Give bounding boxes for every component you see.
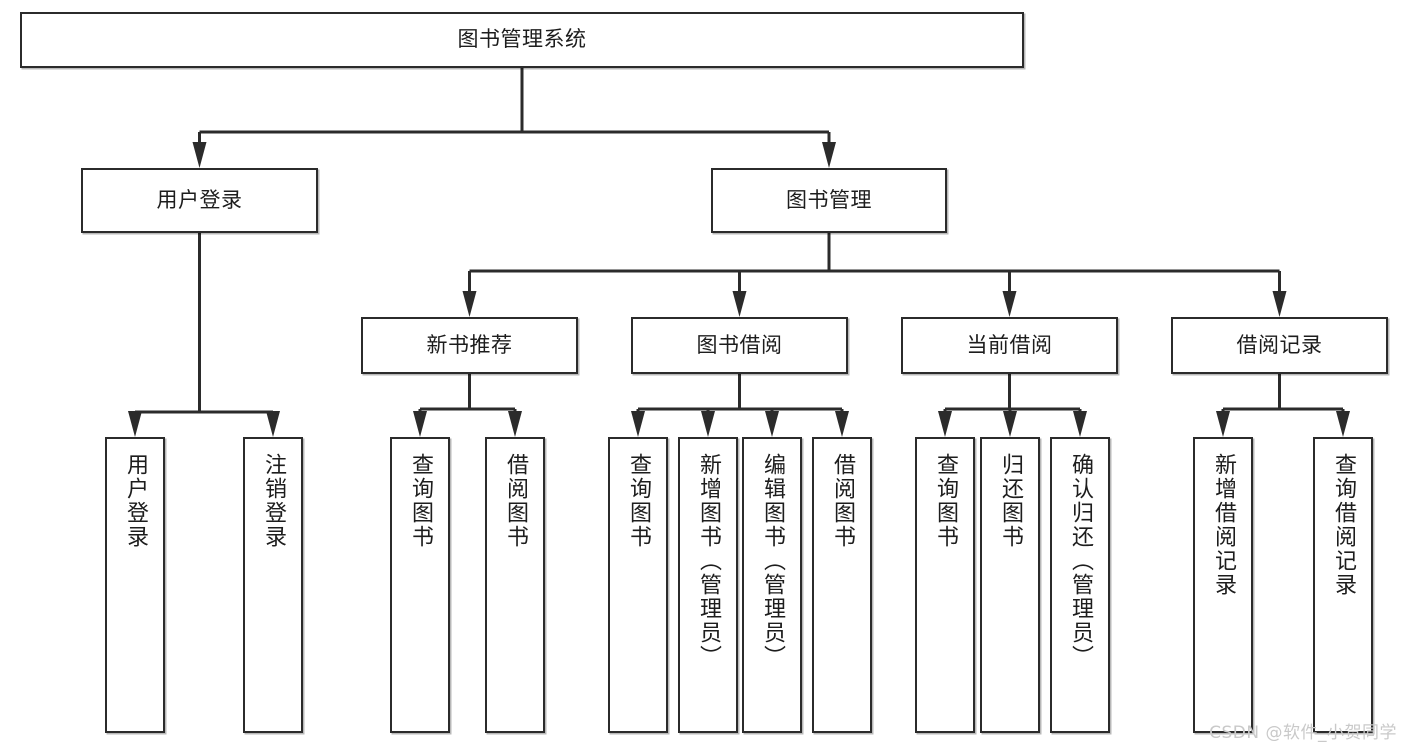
- node-l2_3: 借阅记录: [1171, 317, 1388, 374]
- node-label: 查询图书: [626, 453, 651, 549]
- node-leaf_9: 归还图书: [980, 437, 1040, 733]
- node-label: 用户登录: [123, 453, 148, 549]
- node-label: 注销登录: [261, 453, 286, 549]
- node-leaf_5: 新增图书（管理员）: [678, 437, 738, 733]
- node-label: 查询图书: [933, 453, 958, 549]
- node-leaf_10: 确认归还（管理员）: [1050, 437, 1110, 733]
- node-l2_1: 图书借阅: [631, 317, 848, 374]
- node-l2_0: 新书推荐: [361, 317, 578, 374]
- node-leaf_2: 查询图书: [390, 437, 450, 733]
- node-label: 借阅记录: [1236, 332, 1323, 357]
- node-label: 归还图书: [998, 453, 1023, 549]
- node-leaf_0: 用户登录: [105, 437, 165, 733]
- node-label: 编辑图书（管理员）: [760, 453, 785, 669]
- node-root: 图书管理系统: [20, 12, 1024, 68]
- node-label: 查询借阅记录: [1331, 453, 1356, 597]
- node-label: 借阅图书: [503, 453, 528, 549]
- node-l1_0: 用户登录: [81, 168, 318, 233]
- node-leaf_4: 查询图书: [608, 437, 668, 733]
- node-leaf_6: 编辑图书（管理员）: [742, 437, 802, 733]
- node-label: 图书管理系统: [457, 27, 587, 52]
- watermark: CSDN @软件_小贺同学: [1209, 723, 1397, 743]
- node-leaf_7: 借阅图书: [812, 437, 872, 733]
- node-leaf_1: 注销登录: [243, 437, 303, 733]
- node-label: 当前借阅: [966, 332, 1053, 357]
- node-label: 用户登录: [156, 187, 243, 212]
- node-l2_2: 当前借阅: [901, 317, 1118, 374]
- node-label: 查询图书: [408, 453, 433, 549]
- node-leaf_8: 查询图书: [915, 437, 975, 733]
- node-leaf_12: 查询借阅记录: [1313, 437, 1373, 733]
- node-label: 图书借阅: [696, 332, 783, 357]
- node-label: 图书管理: [786, 187, 872, 212]
- node-label: 确认归还（管理员）: [1068, 453, 1093, 669]
- node-l1_1: 图书管理: [711, 168, 947, 233]
- node-label: 新增借阅记录: [1211, 453, 1236, 597]
- node-leaf_11: 新增借阅记录: [1193, 437, 1253, 733]
- node-label: 新增图书（管理员）: [696, 453, 721, 669]
- node-label: 借阅图书: [830, 453, 855, 549]
- node-leaf_3: 借阅图书: [485, 437, 545, 733]
- node-label: 新书推荐: [426, 332, 513, 357]
